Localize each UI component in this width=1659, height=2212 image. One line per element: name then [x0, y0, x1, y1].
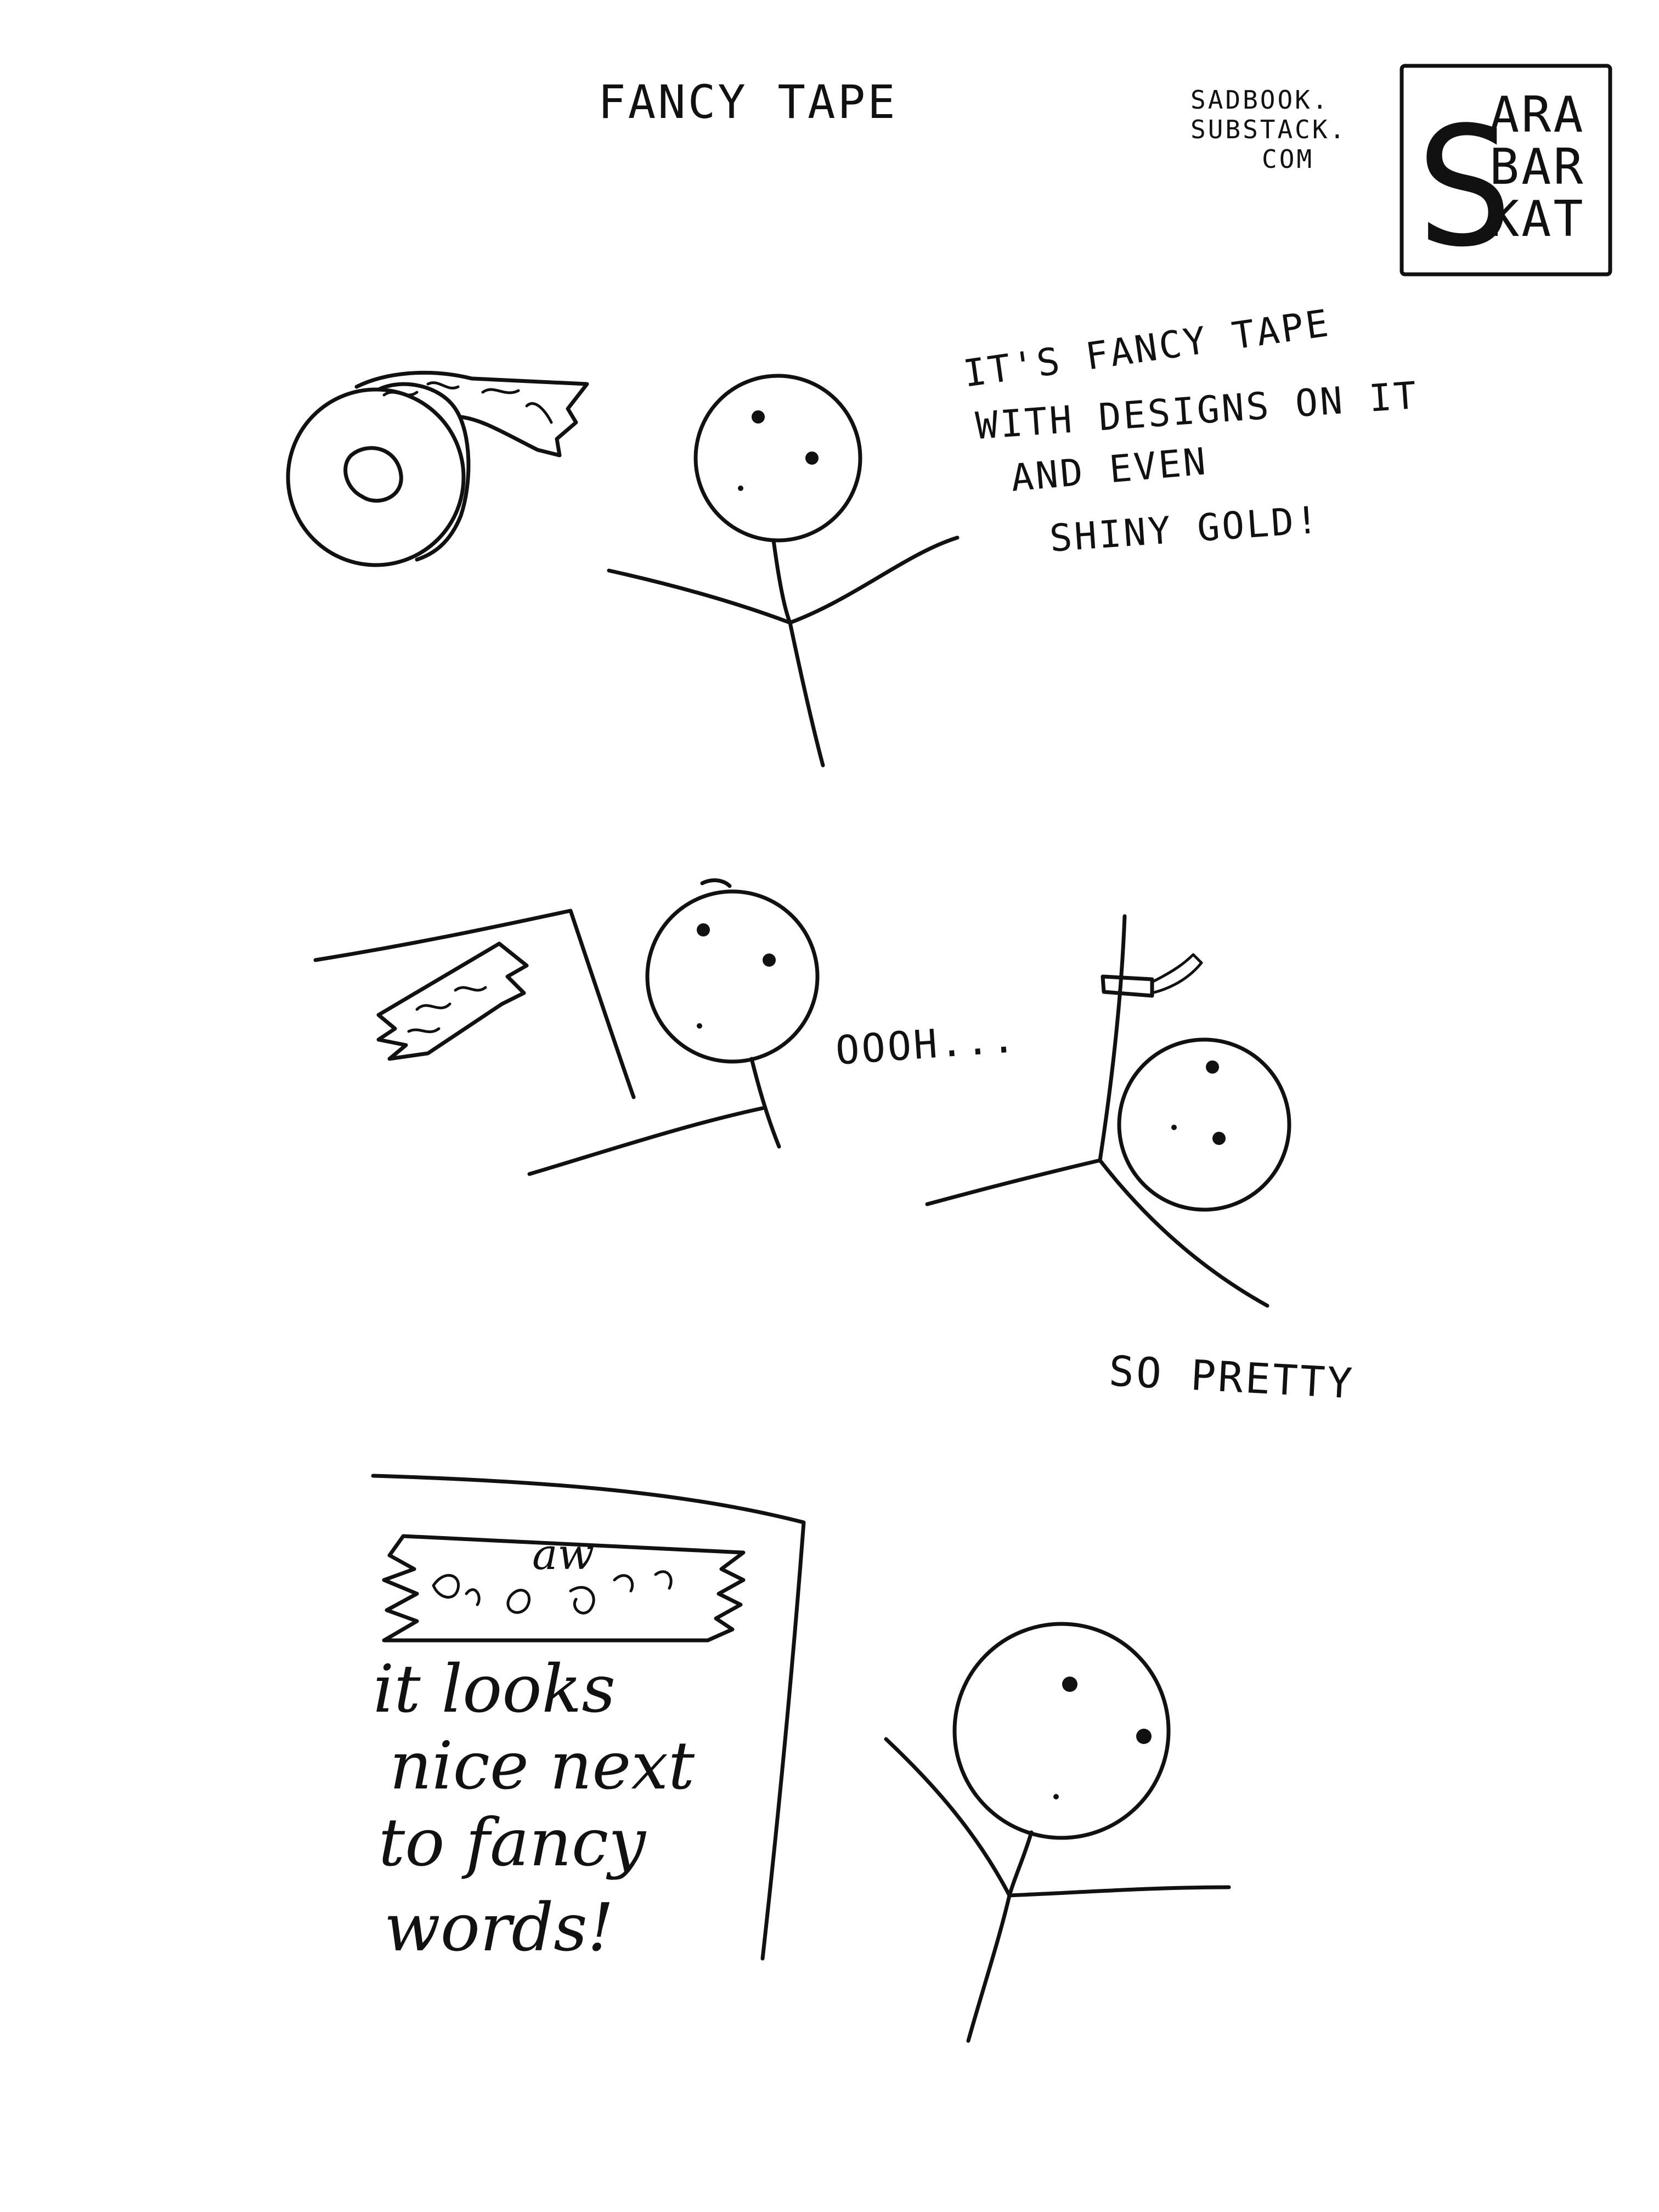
exclamation-text: OOOH... [834, 1015, 1018, 1074]
caption-text: SO PRETTY [1108, 1346, 1356, 1408]
page-with-tape-illustration [313, 909, 636, 1099]
signature-box: S ARA BAR KAT [1400, 64, 1612, 283]
website-line-3: COM [1262, 144, 1314, 174]
page-word-line-1: it looks [373, 1651, 616, 1728]
panel-3: aw it looks nice next to fancy words! [371, 1474, 1231, 2043]
signature-line-1: ARA [1489, 86, 1585, 144]
stick-figure-2 [527, 878, 820, 1176]
page-word-line-4: words! [384, 1890, 614, 1966]
stick-figure-1 [607, 374, 960, 768]
page-words: it looks nice next to fancy words! [373, 1651, 695, 1966]
tape-roll-illustration [286, 370, 589, 567]
signature-line-2: BAR [1489, 138, 1585, 196]
comic-title: FANCY TAPE [598, 75, 898, 129]
tape-text: aw [532, 1530, 594, 1579]
speech-line-1: IT'S FANCY TAPE [961, 302, 1333, 396]
stick-figure-3 [925, 914, 1291, 1308]
page-with-words-illustration: aw [371, 1474, 806, 1961]
speech-line-4: SHINY GOLD! [1048, 499, 1322, 561]
website-line-2: SUBSTACK. [1190, 115, 1347, 144]
website-credit: SADBOOK. SUBSTACK. COM [1190, 85, 1347, 174]
page-word-line-2: nice next [390, 1728, 695, 1804]
page-word-line-3: to fancy [379, 1805, 647, 1881]
speech-line-3: AND EVEN [1009, 440, 1210, 500]
signature-line-3: KAT [1489, 190, 1585, 248]
speech-panel-1: IT'S FANCY TAPE WITH DESIGNS ON IT AND E… [961, 302, 1420, 561]
signature-initial: S [1415, 92, 1517, 283]
panel-2: OOOH... SO PRETTY [313, 878, 1356, 1408]
panel-1: IT'S FANCY TAPE WITH DESIGNS ON IT AND E… [286, 302, 1420, 768]
website-line-1: SADBOOK. [1190, 85, 1330, 115]
stick-figure-4 [884, 1622, 1231, 2043]
